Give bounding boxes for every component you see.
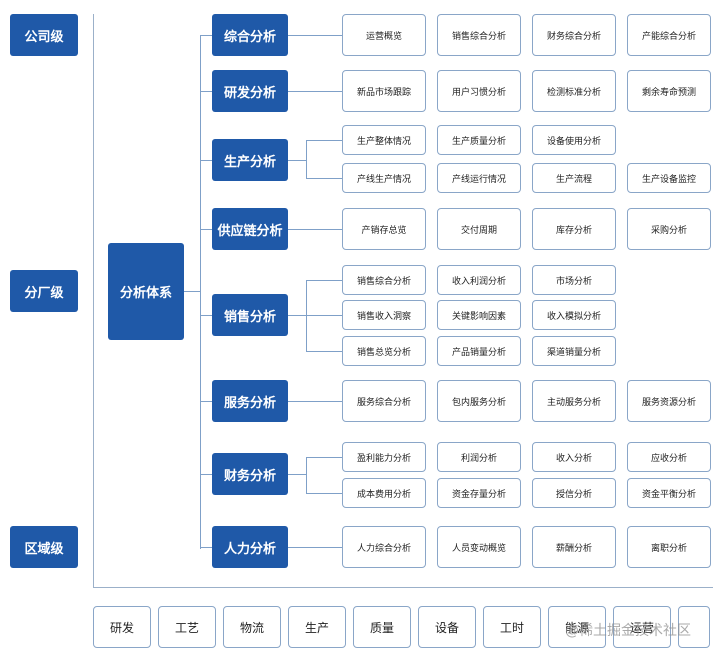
leaf-node: 财务综合分析 bbox=[532, 14, 616, 56]
frame-bottom-line bbox=[93, 587, 713, 588]
bottom-domain-item: 研发 bbox=[93, 606, 151, 648]
leaf-node: 应收分析 bbox=[627, 442, 711, 472]
leaf-node: 关键影响因素 bbox=[437, 300, 521, 330]
root-connector bbox=[184, 291, 200, 292]
leaf-node: 收入利润分析 bbox=[437, 265, 521, 295]
leaf-node: 盈利能力分析 bbox=[342, 442, 426, 472]
leaf-node: 生产质量分析 bbox=[437, 125, 521, 155]
leaf-node: 服务资源分析 bbox=[627, 380, 711, 422]
branch-connector bbox=[288, 160, 306, 161]
leaf-node: 新品市场跟踪 bbox=[342, 70, 426, 112]
leaf-node: 授信分析 bbox=[532, 478, 616, 508]
leaf-node: 产线运行情况 bbox=[437, 163, 521, 193]
category-connector bbox=[200, 401, 212, 402]
leaf-connector bbox=[288, 35, 342, 36]
leaf-node: 服务综合分析 bbox=[342, 380, 426, 422]
leaf-node: 运营概览 bbox=[342, 14, 426, 56]
leaf-node: 薪酬分析 bbox=[532, 526, 616, 568]
level-region: 区域级 bbox=[10, 526, 78, 568]
category-node: 综合分析 bbox=[212, 14, 288, 56]
leaf-connector bbox=[306, 140, 342, 141]
category-node: 研发分析 bbox=[212, 70, 288, 112]
leaf-node: 检测标准分析 bbox=[532, 70, 616, 112]
category-trunk bbox=[200, 35, 201, 549]
leaf-node: 设备使用分析 bbox=[532, 125, 616, 155]
leaf-connector bbox=[306, 351, 342, 352]
leaf-connector bbox=[288, 91, 342, 92]
leaf-node: 销售收入洞察 bbox=[342, 300, 426, 330]
leaf-node: 主动服务分析 bbox=[532, 380, 616, 422]
category-connector bbox=[200, 160, 212, 161]
bottom-domain-item: 物流 bbox=[223, 606, 281, 648]
category-connector bbox=[200, 35, 212, 36]
category-node: 销售分析 bbox=[212, 294, 288, 336]
category-connector bbox=[200, 91, 212, 92]
leaf-node: 成本费用分析 bbox=[342, 478, 426, 508]
leaf-node: 资金存量分析 bbox=[437, 478, 521, 508]
leaf-node: 生产整体情况 bbox=[342, 125, 426, 155]
leaf-node: 渠道销量分析 bbox=[532, 336, 616, 366]
leaf-node: 利润分析 bbox=[437, 442, 521, 472]
leaf-node: 产品销量分析 bbox=[437, 336, 521, 366]
leaf-node: 交付周期 bbox=[437, 208, 521, 250]
leaf-node: 产线生产情况 bbox=[342, 163, 426, 193]
leaf-node: 销售总览分析 bbox=[342, 336, 426, 366]
branch-spine bbox=[306, 457, 307, 493]
bottom-domain-item: 能源 bbox=[548, 606, 606, 648]
leaf-node: 生产设备监控 bbox=[627, 163, 711, 193]
leaf-connector bbox=[306, 178, 342, 179]
leaf-node: 包内服务分析 bbox=[437, 380, 521, 422]
category-connector bbox=[200, 547, 212, 548]
category-connector bbox=[200, 229, 212, 230]
bottom-domain-item bbox=[678, 606, 710, 648]
leaf-node: 销售综合分析 bbox=[437, 14, 521, 56]
bottom-domain-item: 工时 bbox=[483, 606, 541, 648]
leaf-node: 产销存总览 bbox=[342, 208, 426, 250]
leaf-node: 资金平衡分析 bbox=[627, 478, 711, 508]
branch-connector bbox=[288, 315, 306, 316]
leaf-node: 产能综合分析 bbox=[627, 14, 711, 56]
category-node: 供应链分析 bbox=[212, 208, 288, 250]
level-factory: 分厂级 bbox=[10, 270, 78, 312]
bottom-domain-item: 运营 bbox=[613, 606, 671, 648]
leaf-connector bbox=[306, 315, 342, 316]
category-node: 财务分析 bbox=[212, 453, 288, 495]
leaf-node: 收入模拟分析 bbox=[532, 300, 616, 330]
category-node: 生产分析 bbox=[212, 139, 288, 181]
leaf-connector bbox=[306, 280, 342, 281]
bottom-domain-item: 工艺 bbox=[158, 606, 216, 648]
leaf-connector bbox=[288, 229, 342, 230]
leaf-node: 剩余寿命预测 bbox=[627, 70, 711, 112]
leaf-connector bbox=[306, 493, 342, 494]
bottom-domain-item: 设备 bbox=[418, 606, 476, 648]
category-node: 服务分析 bbox=[212, 380, 288, 422]
leaf-node: 离职分析 bbox=[627, 526, 711, 568]
category-connector bbox=[200, 315, 212, 316]
branch-connector bbox=[288, 474, 306, 475]
leaf-node: 人力综合分析 bbox=[342, 526, 426, 568]
bottom-domain-item: 质量 bbox=[353, 606, 411, 648]
leaf-node: 库存分析 bbox=[532, 208, 616, 250]
branch-spine bbox=[306, 140, 307, 178]
level-company: 公司级 bbox=[10, 14, 78, 56]
leaf-node: 采购分析 bbox=[627, 208, 711, 250]
leaf-node: 用户习惯分析 bbox=[437, 70, 521, 112]
leaf-node: 销售综合分析 bbox=[342, 265, 426, 295]
bottom-domain-item: 生产 bbox=[288, 606, 346, 648]
category-node: 人力分析 bbox=[212, 526, 288, 568]
leaf-node: 人员变动概览 bbox=[437, 526, 521, 568]
category-connector bbox=[200, 474, 212, 475]
leaf-node: 生产流程 bbox=[532, 163, 616, 193]
leaf-node: 市场分析 bbox=[532, 265, 616, 295]
leaf-connector bbox=[306, 457, 342, 458]
frame-left-line bbox=[93, 14, 94, 588]
watermark: @稀土掘金技术社区 bbox=[565, 623, 691, 639]
leaf-connector bbox=[288, 547, 342, 548]
leaf-node: 收入分析 bbox=[532, 442, 616, 472]
leaf-connector bbox=[288, 401, 342, 402]
root-node: 分析体系 bbox=[108, 243, 184, 340]
